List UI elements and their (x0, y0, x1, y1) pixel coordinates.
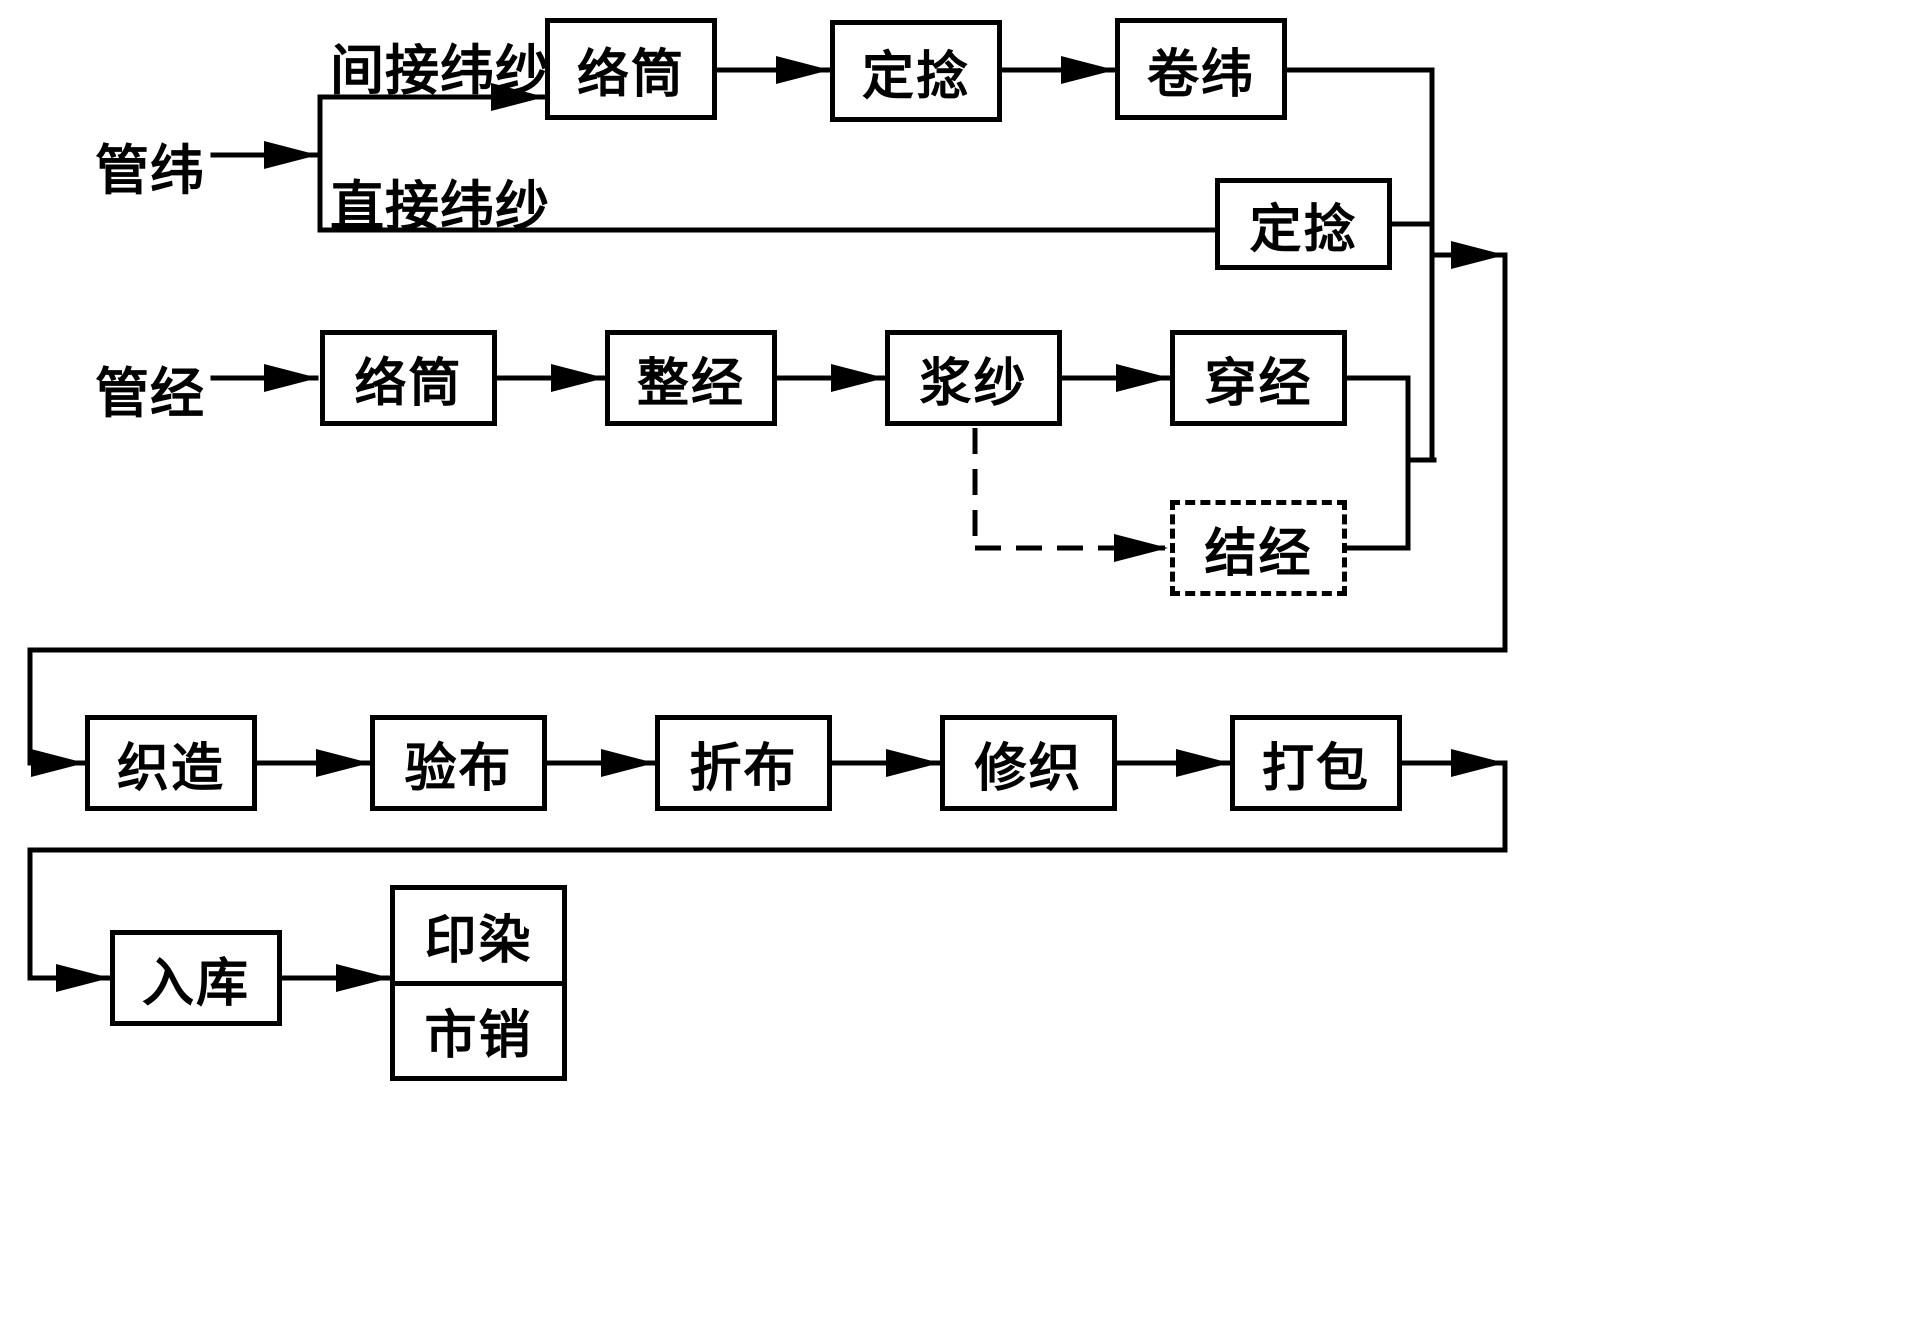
output-stack-box: 印染 市销 (390, 885, 567, 1081)
process-box-warp-winding: 络筒 (320, 330, 497, 426)
box-label-warehousing: 入库 (141, 955, 250, 1013)
process-box-packing: 打包 (1230, 715, 1402, 811)
process-box-drawing-in: 穿经 (1170, 330, 1347, 426)
process-box-weft-rewinding: 卷纬 (1115, 18, 1287, 120)
process-box-knotting: 结经 (1170, 500, 1347, 596)
box-label-warp-winding: 络筒 (354, 355, 463, 413)
process-box-warehousing: 入库 (110, 930, 282, 1026)
label-direct-weft-yarn: 直接纬纱 (330, 177, 550, 237)
box-label-direct-twisting: 定捻 (1249, 201, 1358, 259)
process-cell-market-sale: 市销 (395, 986, 562, 1077)
box-label-cloth-folding: 折布 (689, 740, 798, 798)
box-label-packing: 打包 (1261, 740, 1370, 798)
box-label-cloth-inspection: 验布 (404, 740, 513, 798)
box-label-weaving: 织造 (116, 740, 225, 798)
process-box-cloth-folding: 折布 (655, 715, 832, 811)
process-box-weft-twisting: 定捻 (830, 20, 1002, 122)
box-label-weft-twisting: 定捻 (861, 48, 970, 106)
box-label-weft-rewinding: 卷纬 (1146, 46, 1255, 104)
process-cell-printing-dyeing: 印染 (395, 890, 562, 986)
label-indirect-weft-yarn: 间接纬纱 (330, 41, 550, 101)
box-label-printing-dyeing: 印染 (424, 912, 533, 970)
process-box-direct-twisting: 定捻 (1215, 178, 1392, 270)
box-label-knotting: 结经 (1204, 525, 1313, 583)
label-tube-weft: 管纬 (95, 141, 205, 201)
process-box-mending: 修织 (940, 715, 1117, 811)
box-label-sizing: 浆纱 (919, 355, 1028, 413)
process-box-weft-winding: 络筒 (545, 18, 717, 120)
process-box-cloth-inspection: 验布 (370, 715, 547, 811)
process-box-weaving: 织造 (85, 715, 257, 811)
box-label-warping: 整经 (636, 355, 745, 413)
box-label-market-sale: 市销 (424, 1008, 533, 1066)
process-box-warping: 整经 (605, 330, 777, 426)
label-tube-warp: 管经 (95, 364, 205, 424)
box-label-weft-winding: 络筒 (576, 46, 685, 104)
box-label-mending: 修织 (974, 740, 1083, 798)
box-label-drawing-in: 穿经 (1204, 355, 1313, 413)
process-box-sizing: 浆纱 (885, 330, 1062, 426)
